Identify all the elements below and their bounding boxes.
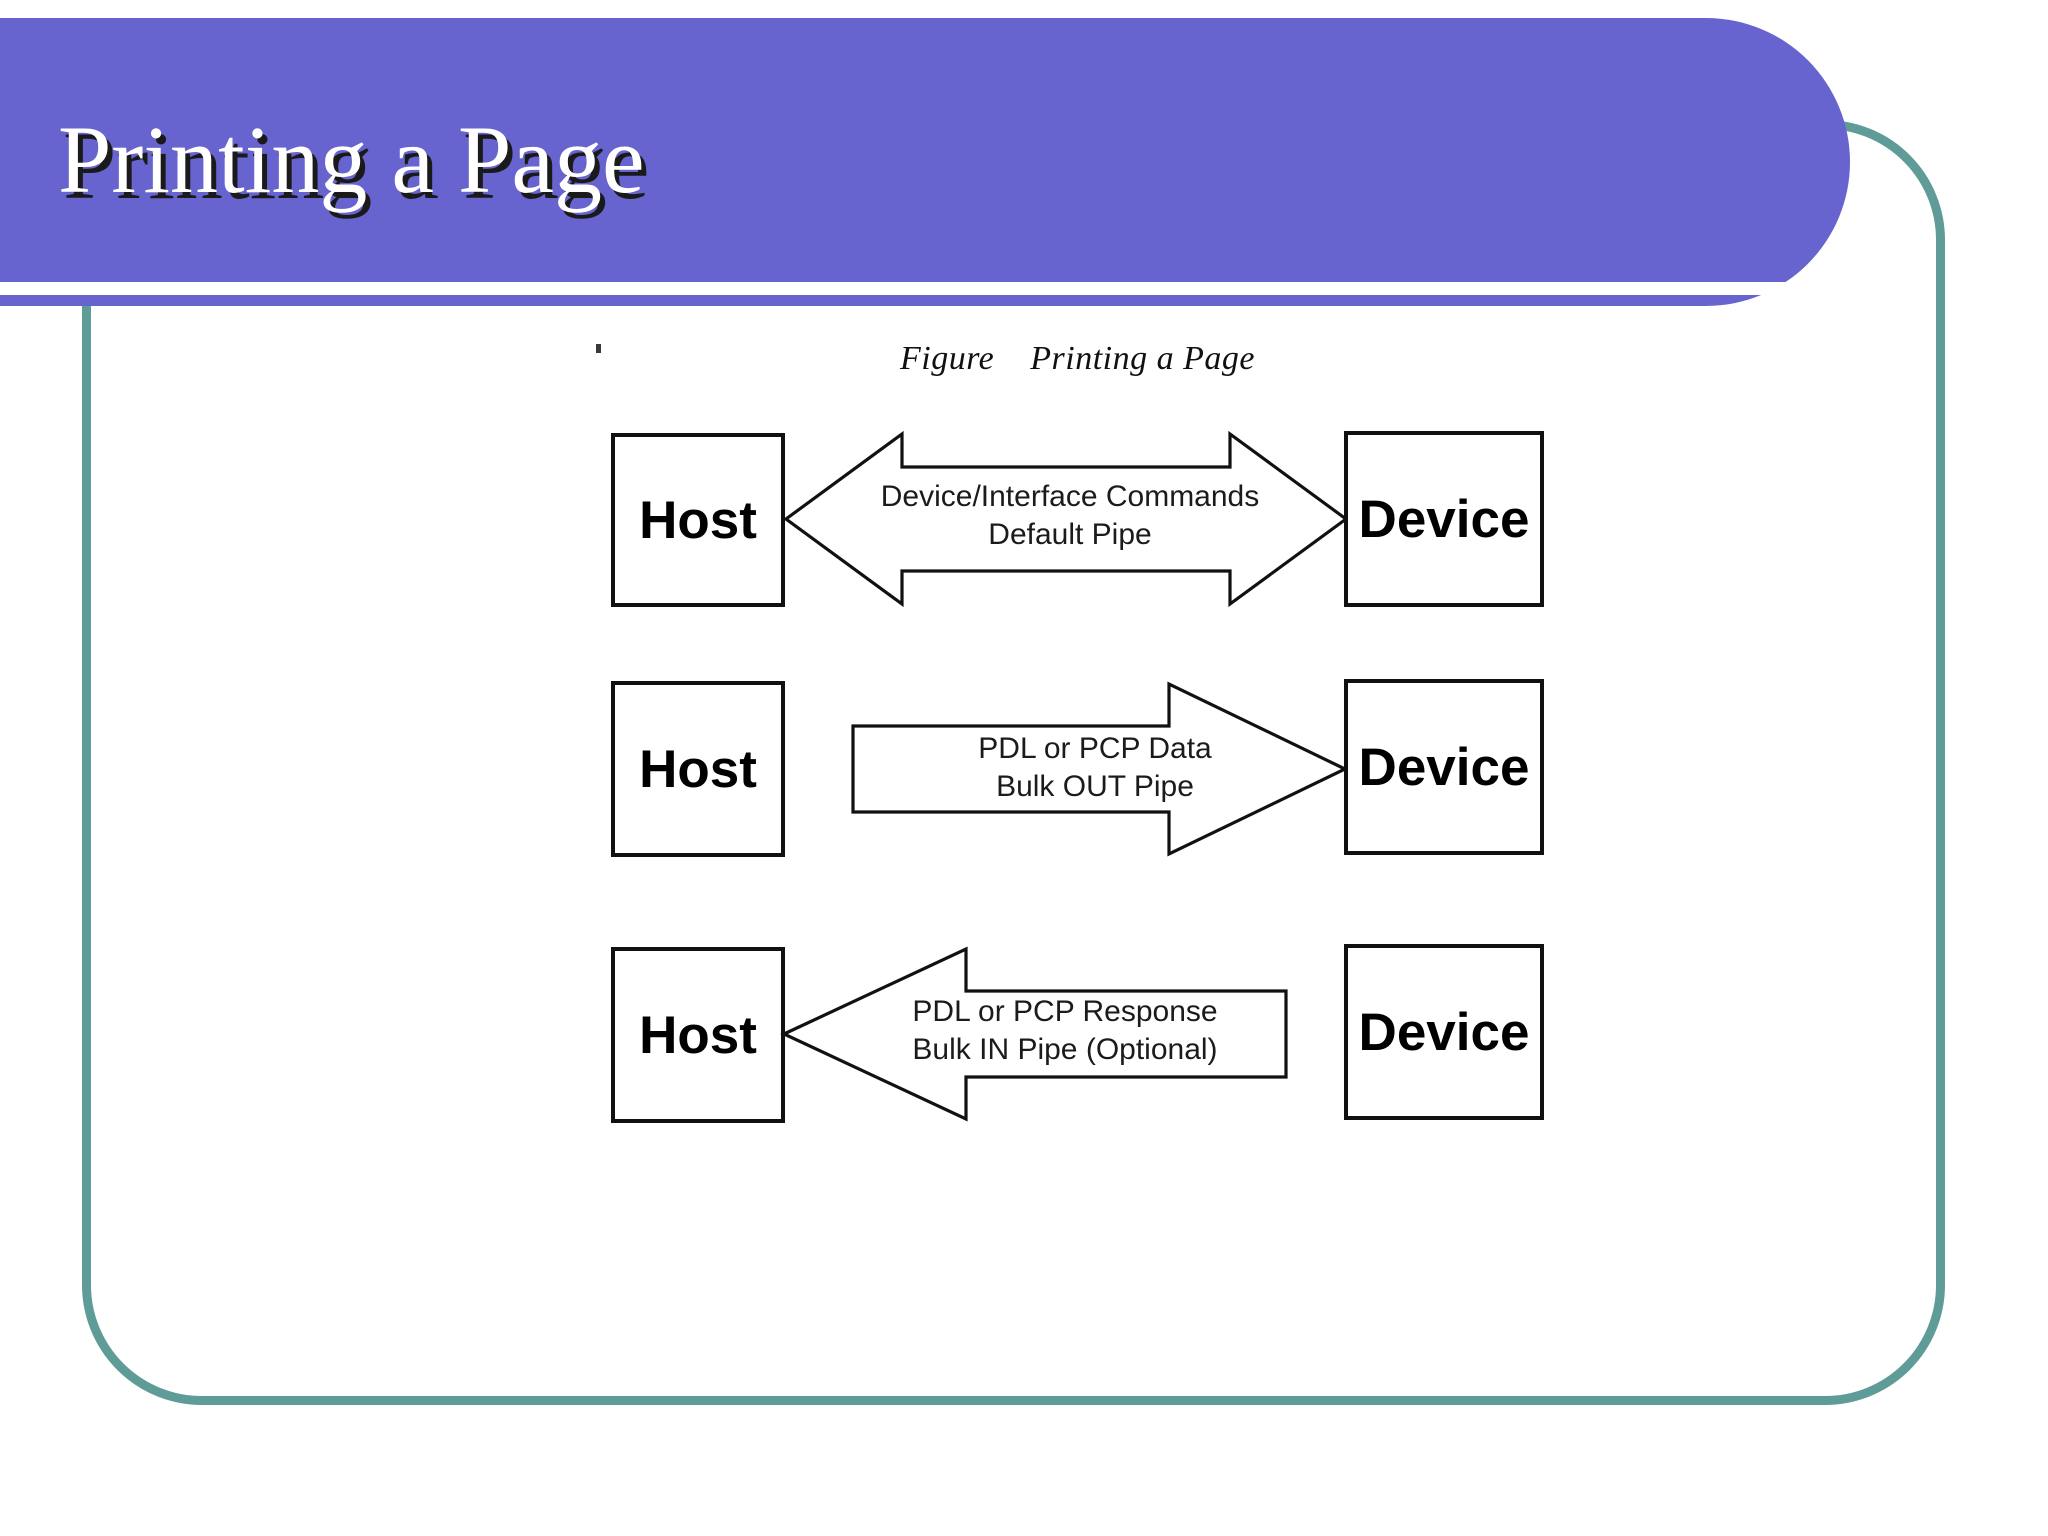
right-arrow-row2 bbox=[851, 681, 1349, 857]
arrow-label-row3-line1: PDL or PCP Response bbox=[912, 995, 1218, 1028]
arrow-label-row3-line2: Bulk IN Pipe (Optional) bbox=[912, 1033, 1218, 1067]
host-label-row1: Host bbox=[639, 490, 757, 550]
device-label-row2: Device bbox=[1358, 737, 1530, 797]
device-box-row1: Device bbox=[1344, 431, 1544, 607]
device-label-row1: Device bbox=[1358, 489, 1530, 549]
arrow-label-row2: PDL or PCP Data Bulk OUT Pipe bbox=[860, 730, 1330, 807]
arrow-label-row1-line1: Device/Interface Commands bbox=[880, 480, 1260, 513]
title-banner bbox=[0, 18, 1850, 306]
left-arrow-row3 bbox=[780, 946, 1288, 1122]
arrow-label-row1-line2: Default Pipe bbox=[988, 518, 1152, 552]
host-label-row3: Host bbox=[639, 1005, 757, 1065]
host-box-row3: Host bbox=[611, 947, 785, 1123]
arrow-label-row3: PDL or PCP Response Bulk IN Pipe (Option… bbox=[830, 993, 1300, 1070]
arrow-label-row2-line2: Bulk OUT Pipe bbox=[996, 770, 1194, 804]
host-box-row2: Host bbox=[611, 681, 785, 857]
device-label-row3: Device bbox=[1358, 1002, 1530, 1062]
page-title: Printing a Page bbox=[58, 106, 645, 213]
title-underline-rule bbox=[0, 282, 1802, 295]
figure-caption: Figure Printing a Page bbox=[900, 340, 1255, 377]
arrow-label-row2-line1: PDL or PCP Data bbox=[978, 732, 1212, 765]
device-box-row2: Device bbox=[1344, 679, 1544, 855]
arrow-label-row1: Device/Interface Commands Default Pipe bbox=[800, 478, 1340, 555]
stray-dot-mark bbox=[596, 344, 601, 353]
device-box-row3: Device bbox=[1344, 944, 1544, 1120]
host-label-row2: Host bbox=[639, 739, 757, 799]
host-box-row1: Host bbox=[611, 433, 785, 607]
